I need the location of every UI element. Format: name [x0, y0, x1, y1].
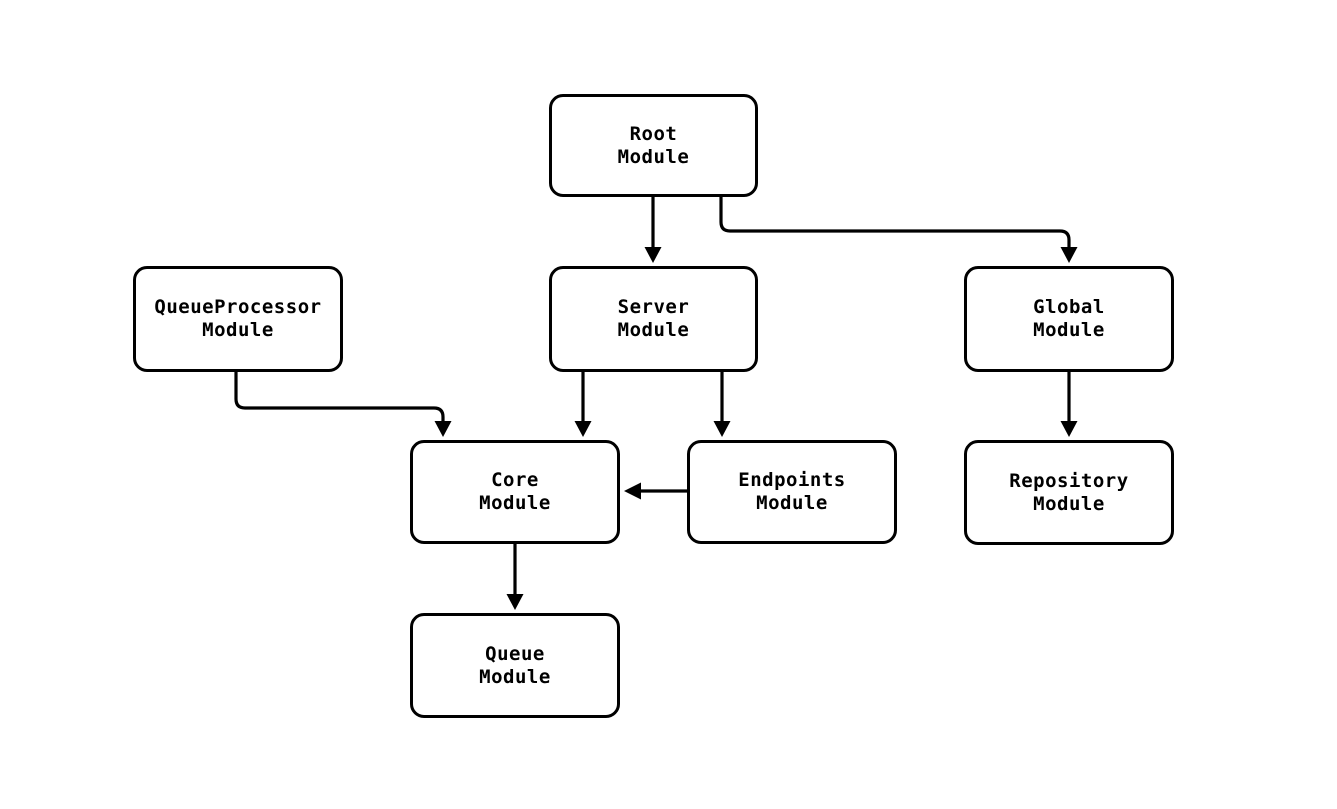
node-core-module-label-line2: Module	[479, 492, 551, 514]
node-server-module-label-line1: Server	[617, 296, 690, 318]
node-server-module-label-line2: Module	[617, 319, 690, 341]
node-endpoints-module-label-line1: Endpoints	[738, 469, 846, 491]
node-repository-module-label-line2: Module	[1033, 492, 1105, 515]
node-global-module[interactable]: Global Module	[964, 266, 1174, 372]
node-global-module-label-line1: Global	[1033, 296, 1105, 318]
edge-core-to-queue	[506, 544, 524, 610]
node-root-module[interactable]: Root Module	[549, 94, 758, 197]
node-server-module[interactable]: Server Module	[549, 266, 758, 372]
edge-server-to-core	[574, 372, 592, 437]
node-endpoints-module-label-line2: Module	[756, 492, 828, 514]
node-core-module[interactable]: Core Module	[410, 440, 620, 544]
node-repository-module-label-line1: Repository	[1009, 469, 1129, 492]
node-queueprocessor-module[interactable]: QueueProcessor Module	[133, 266, 343, 372]
edge-server-to-endpoints	[713, 372, 731, 437]
node-queueprocessor-module-label-line2: Module	[202, 319, 274, 341]
node-repository-module[interactable]: Repository Module	[964, 440, 1174, 545]
edge-root-to-server	[644, 197, 662, 263]
node-root-module-label-line1: Root	[629, 122, 678, 145]
edge-root-to-global	[719, 197, 1078, 263]
node-queue-module-label-line2: Module	[479, 665, 551, 688]
node-global-module-label-line2: Module	[1033, 319, 1105, 341]
node-core-module-label-line1: Core	[491, 469, 539, 491]
edge-endpoints-to-core	[624, 482, 687, 500]
edge-queueprocessor-to-core	[234, 372, 452, 437]
node-queueprocessor-module-label-line1: QueueProcessor	[154, 296, 322, 318]
node-endpoints-module[interactable]: Endpoints Module	[687, 440, 897, 544]
node-root-module-label-line2: Module	[617, 145, 690, 168]
node-queue-module[interactable]: Queue Module	[410, 613, 620, 718]
edge-global-to-repository	[1060, 372, 1078, 437]
node-queue-module-label-line1: Queue	[485, 642, 545, 665]
